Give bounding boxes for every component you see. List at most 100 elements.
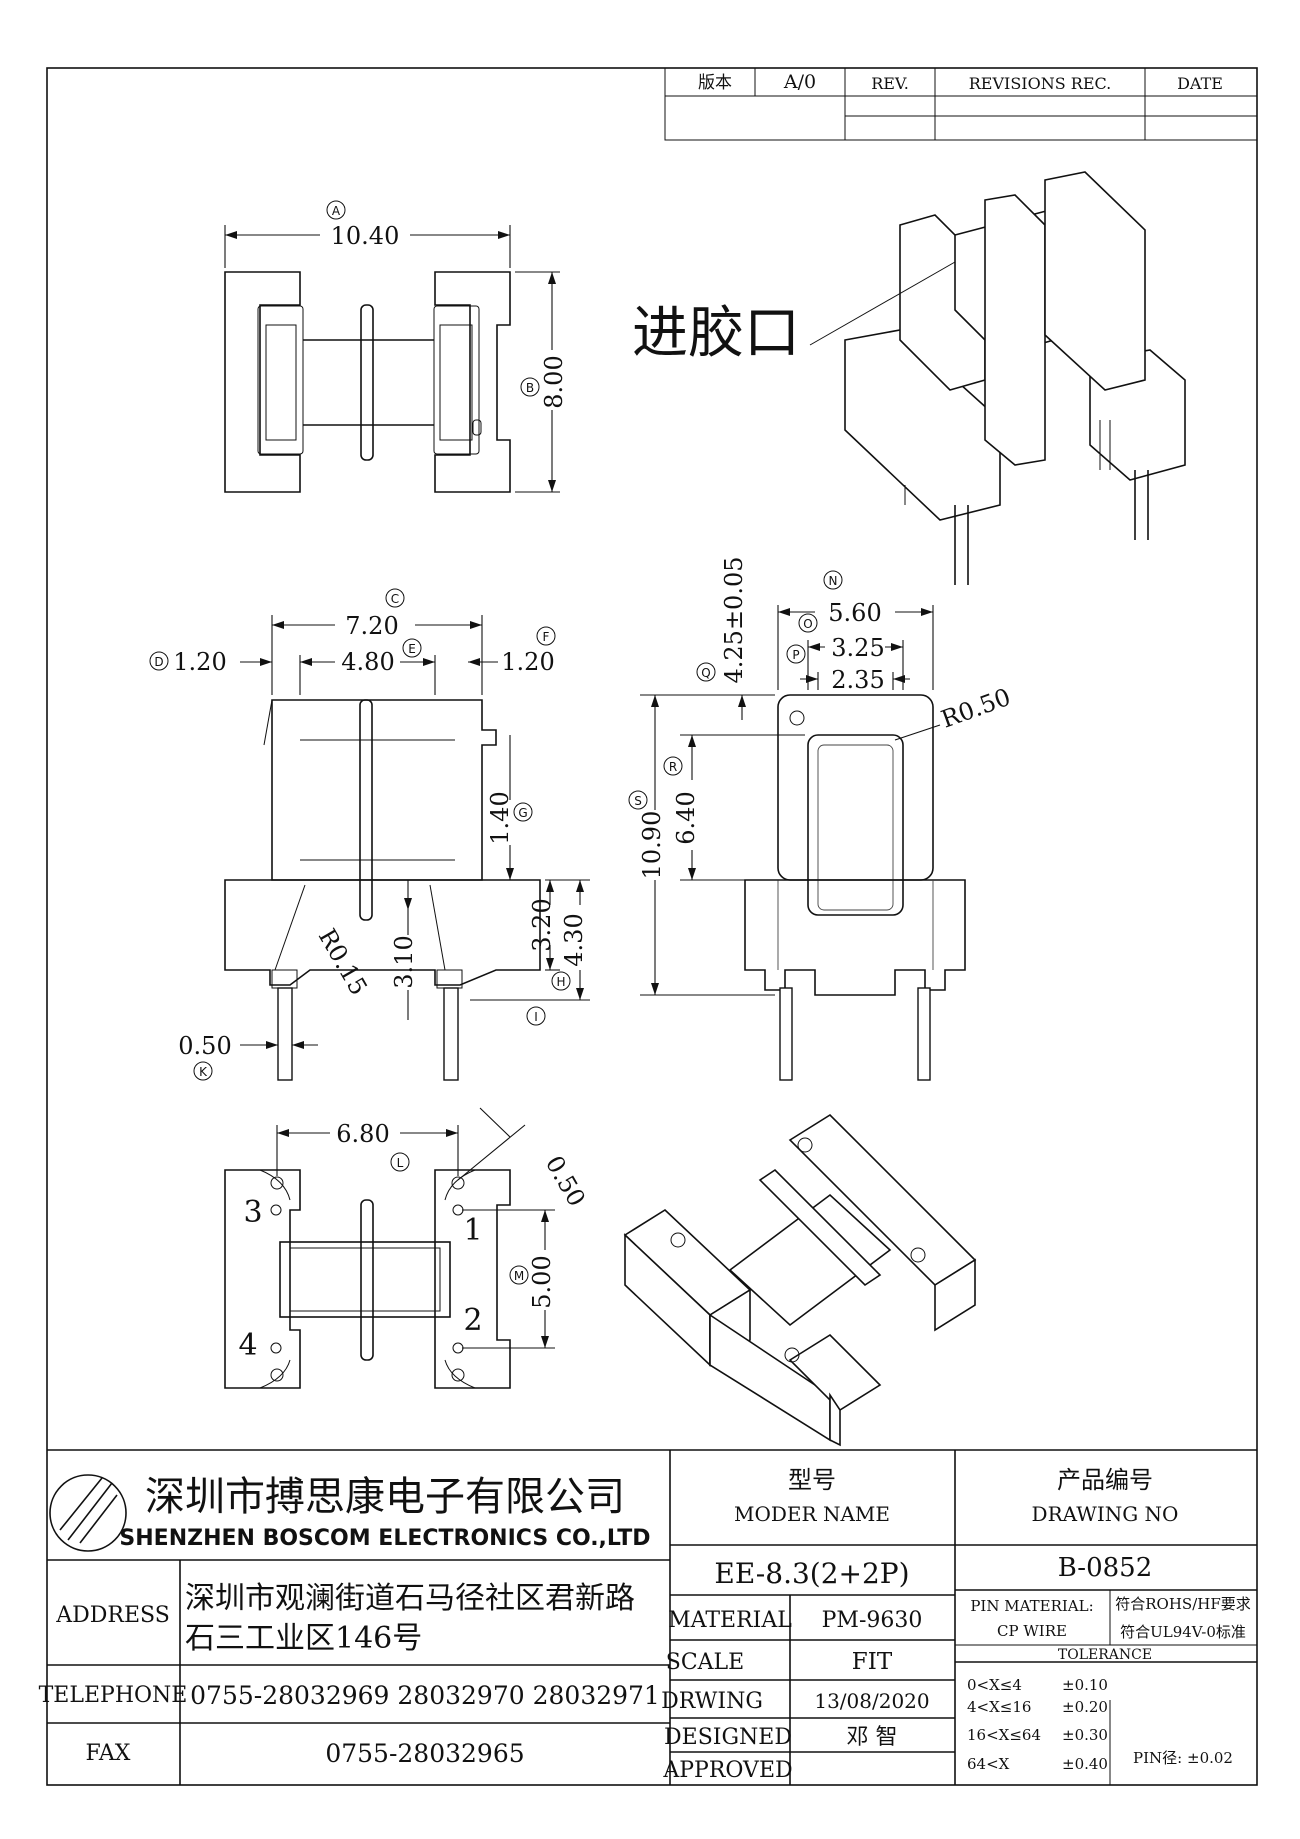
- dim-310-value: 3.10: [390, 935, 418, 988]
- tolerance-range: 4<X≤16: [967, 1698, 1031, 1716]
- dim-430-value: 4.30: [560, 913, 588, 966]
- material-value: PM-9630: [822, 1608, 923, 1633]
- tolerance-range: 64<X: [967, 1755, 1010, 1773]
- revisions-label: REVISIONS REC.: [969, 74, 1112, 93]
- top-view: A 10.40 B 8.00: [224, 200, 568, 493]
- dim-e-value: 4.80: [341, 648, 394, 676]
- fax-value: 0755-28032965: [325, 1739, 524, 1768]
- side-view: 5.60 N 3.25 O 2.35 P R0.50 4.25±0.05 Q: [628, 557, 1014, 1081]
- sheet-border: [46, 67, 1258, 1786]
- dim-marker-g: G: [518, 806, 527, 820]
- dim-g-value: 1.40: [486, 791, 514, 844]
- pin-material-value: CP WIRE: [997, 1622, 1067, 1640]
- dim-marker-d: D: [154, 655, 163, 669]
- dim-marker-s: S: [634, 794, 642, 808]
- pin-number-1: 1: [463, 1213, 482, 1248]
- dim-marker-f: F: [543, 630, 550, 644]
- dim-q-value: 4.25±0.05: [720, 557, 748, 684]
- company-name-cn: 深圳市搏思康电子有限公司: [145, 1474, 625, 1520]
- dim-n-value: 5.60: [828, 599, 881, 627]
- dim-320-value: 3.20: [528, 898, 556, 951]
- isometric-view-top: 进胶口: [632, 171, 1186, 585]
- model-label-cn: 型号: [788, 1466, 836, 1494]
- tolerance-value: ±0.10: [1062, 1676, 1108, 1694]
- title-block: 深圳市搏思康电子有限公司 SHENZHEN BOSCOM ELECTRONICS…: [39, 1449, 1257, 1785]
- fax-label: FAX: [86, 1741, 131, 1766]
- dim-k-value: 0.50: [178, 1032, 231, 1060]
- dim-marker-a: A: [332, 204, 341, 218]
- bottom-view: 3 1 2 4 6.80 L 0.50 5.00 M: [224, 1107, 591, 1389]
- dim-c-value: 7.20: [345, 612, 398, 640]
- front-view: C 7.20 D 1.20 4.80 E 1.20 F 1.40 G R0.15: [149, 588, 590, 1081]
- dim-marker-m: M: [514, 1269, 524, 1283]
- dim-r-value: 6.40: [672, 791, 700, 844]
- dim-marker-r: R: [669, 760, 677, 774]
- model-value: EE-8.3(2+2P): [714, 1557, 909, 1590]
- address-line-1: 深圳市观澜街道石马径社区君新路: [185, 1581, 635, 1616]
- model-label-en: MODER NAME: [734, 1502, 890, 1526]
- revision-block: 版本 A/0 REV. REVISIONS REC. DATE: [664, 67, 1258, 141]
- drawing-label-en: DRAWING NO: [1032, 1502, 1179, 1526]
- telephone-label: TELEPHONE: [39, 1683, 188, 1708]
- compliance-ul94: 符合UL94V-0标准: [1120, 1623, 1246, 1641]
- dim-f-value: 1.20: [501, 648, 554, 676]
- drawing-number-value: B-0852: [1058, 1553, 1153, 1583]
- dim-b-value: 8.00: [540, 355, 568, 408]
- dim-s-value: 10.90: [638, 811, 666, 880]
- dim-r050-value: R0.50: [937, 683, 1014, 734]
- telephone-value: 0755-28032969 28032970 28032971: [190, 1681, 660, 1710]
- drawing-date-value: 13/08/2020: [814, 1689, 929, 1713]
- gate-callout-label: 进胶口: [632, 301, 800, 366]
- designed-label: DESIGNED: [664, 1725, 792, 1750]
- dim-marker-p: P: [792, 648, 799, 662]
- drawing-label-cn: 产品编号: [1057, 1466, 1153, 1494]
- dim-marker-o: O: [803, 617, 812, 631]
- pin-number-3: 3: [243, 1195, 262, 1230]
- pin-number-2: 2: [463, 1303, 482, 1338]
- tolerance-value: ±0.20: [1062, 1698, 1108, 1716]
- dim-marker-l: L: [397, 1156, 404, 1170]
- drawing-date-label: DRWING: [661, 1689, 763, 1714]
- pin-material-label: PIN MATERIAL:: [970, 1597, 1093, 1615]
- dim-o-value: 3.25: [831, 634, 884, 662]
- address-label: ADDRESS: [55, 1603, 170, 1628]
- dim-marker-k: K: [199, 1065, 208, 1079]
- dim-marker-n: N: [829, 574, 838, 588]
- company-logo: [49, 1474, 127, 1552]
- dim-d-value: 1.20: [173, 648, 226, 676]
- company-name-en: SHENZHEN BOSCOM ELECTRONICS CO.,LTD: [119, 1526, 650, 1551]
- dim-marker-e: E: [408, 642, 416, 656]
- gate-leader-line: [809, 261, 956, 346]
- dim-marker-b: B: [526, 381, 534, 395]
- dim-marker-q: Q: [701, 666, 710, 680]
- tolerance-range: 0<X≤4: [967, 1676, 1022, 1694]
- dim-marker-i: I: [534, 1010, 538, 1024]
- dim-m-value: 5.00: [528, 1255, 556, 1308]
- dim-marker-h: H: [556, 975, 565, 989]
- compliance-rohs: 符合ROHS/HF要求: [1115, 1595, 1251, 1613]
- address-line-2: 石三工业区146号: [185, 1621, 422, 1656]
- designed-value: 邓 智: [847, 1725, 898, 1750]
- dim-050b-value: 0.50: [540, 1151, 591, 1211]
- scale-label: SCALE: [666, 1650, 744, 1675]
- isometric-view-bottom: [623, 1113, 977, 1447]
- pin-tolerance: PIN径: ±0.02: [1133, 1749, 1233, 1767]
- approved-label: APPROVED: [662, 1758, 792, 1783]
- dim-r015-value: R0.15: [313, 924, 373, 1000]
- scale-value: FIT: [852, 1649, 893, 1675]
- tolerance-range: 16<X≤64: [967, 1726, 1041, 1744]
- version-value: A/0: [783, 71, 816, 93]
- tolerance-value: ±0.40: [1062, 1755, 1108, 1773]
- date-label: DATE: [1177, 74, 1223, 93]
- dim-p-value: 2.35: [831, 666, 884, 694]
- dim-l-value: 6.80: [336, 1120, 389, 1148]
- material-label: MATERIAL: [668, 1608, 792, 1633]
- dim-a-value: 10.40: [331, 222, 400, 250]
- dim-marker-c: C: [391, 592, 399, 606]
- tolerance-value: ±0.30: [1062, 1726, 1108, 1744]
- rev-label: REV.: [871, 74, 909, 93]
- pin-number-4: 4: [238, 1328, 257, 1363]
- tolerance-label: TOLERANCE: [1058, 1647, 1152, 1663]
- version-label: 版本: [698, 73, 732, 93]
